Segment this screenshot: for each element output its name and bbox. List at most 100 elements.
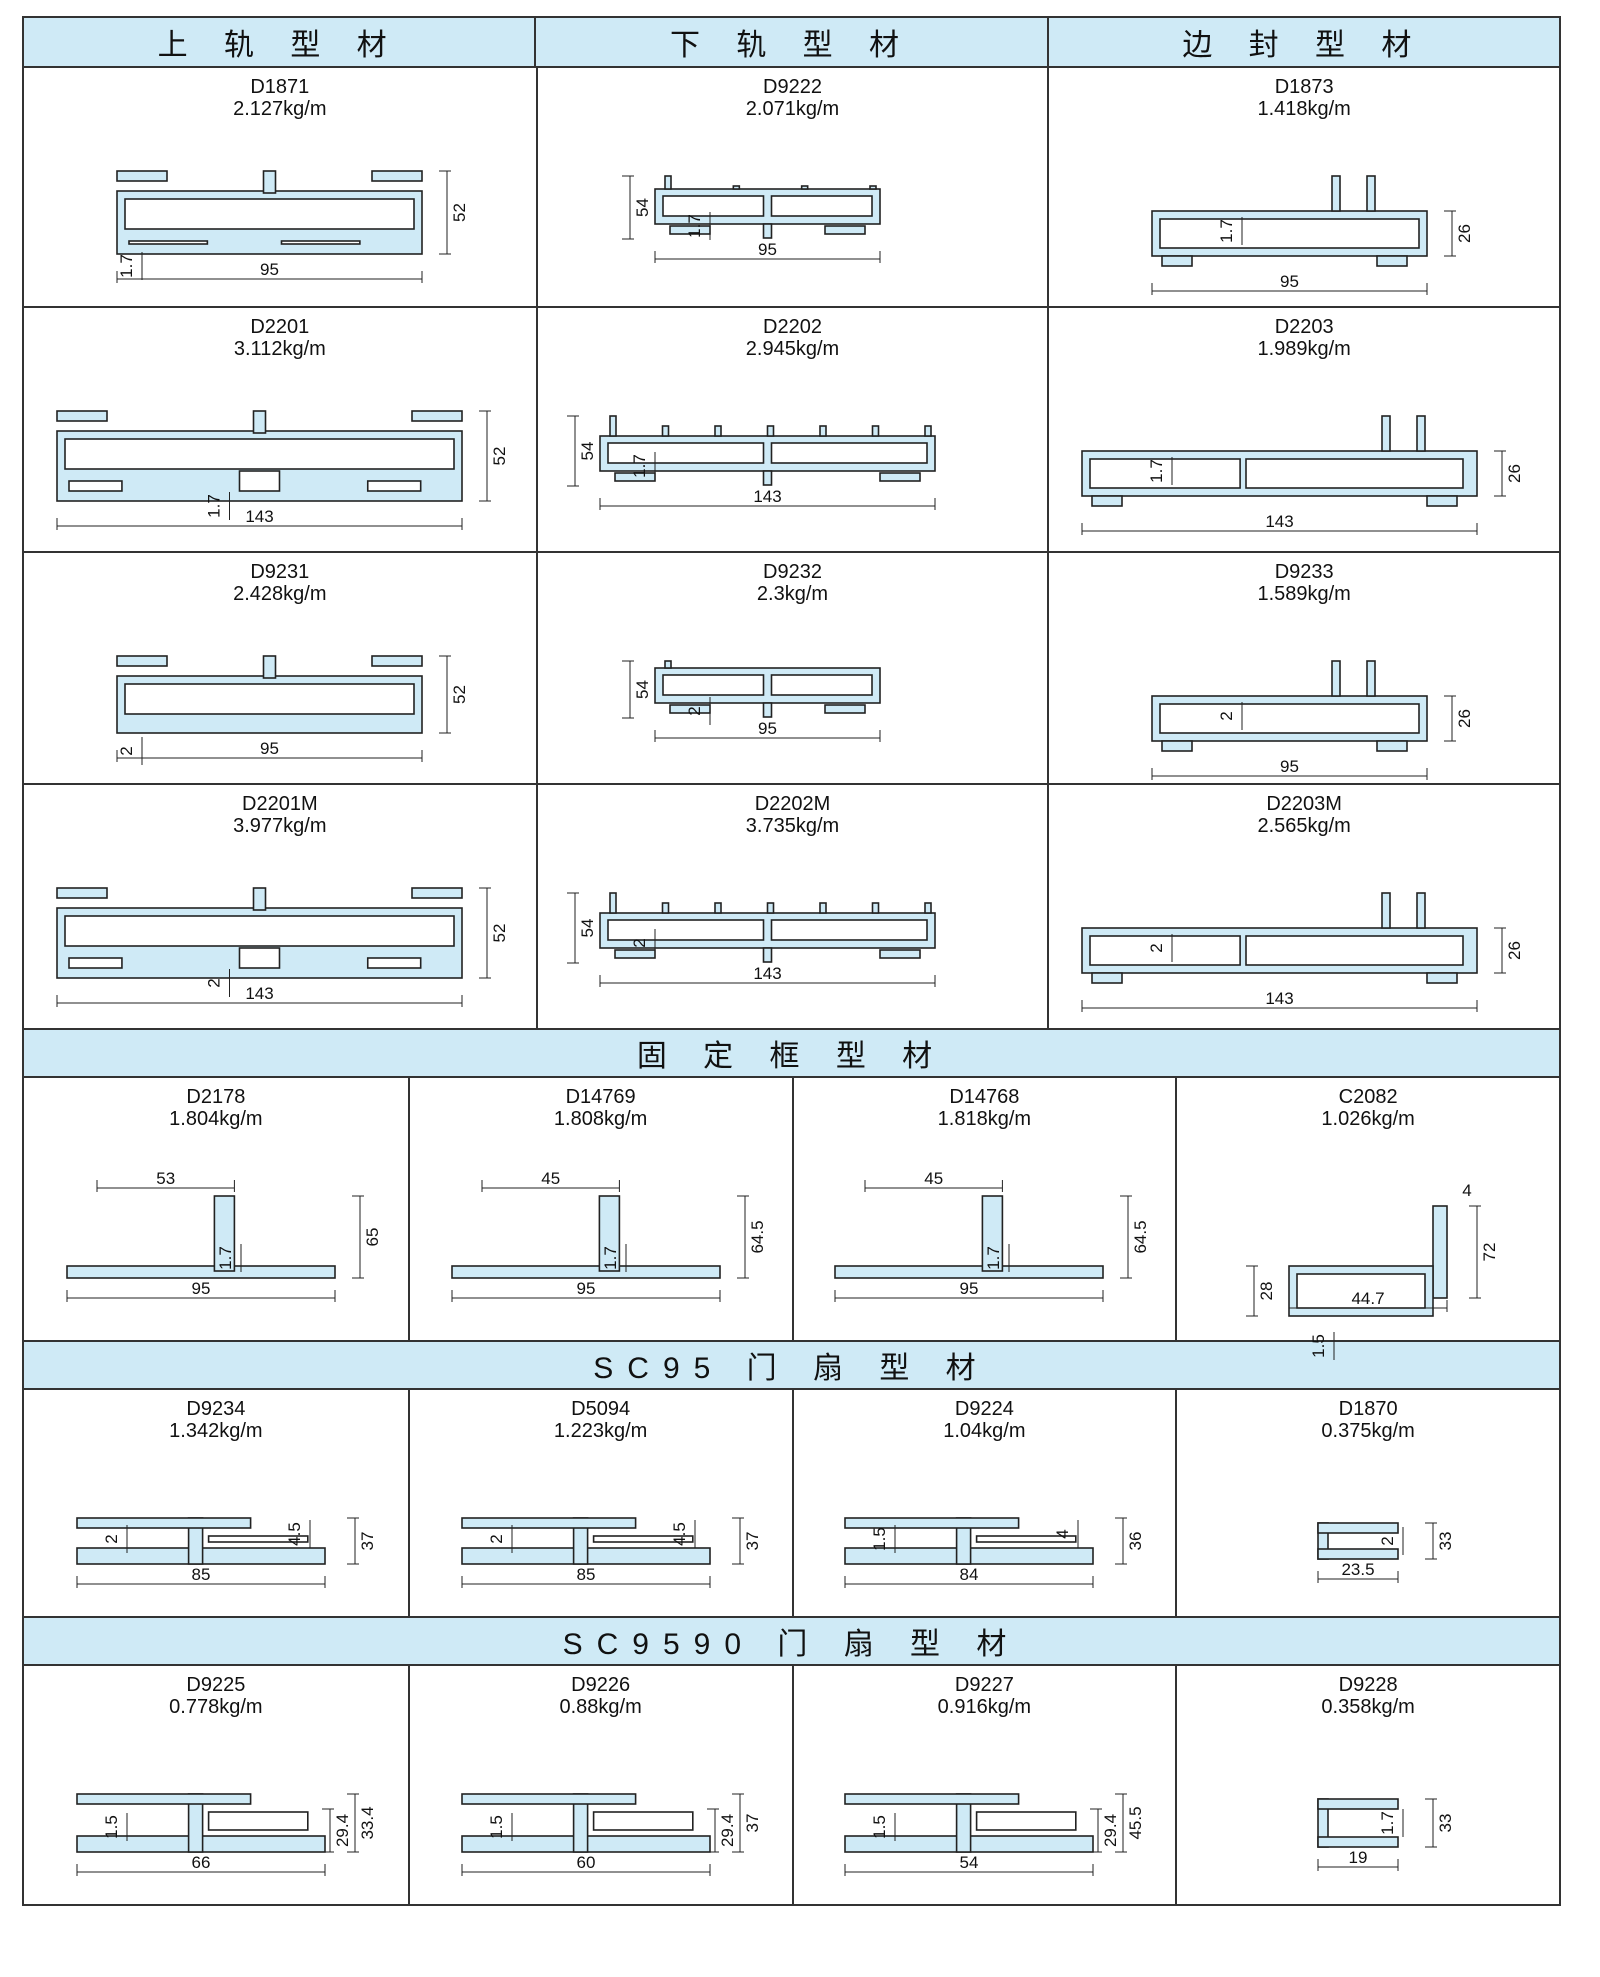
profile-code: D9225: [186, 1674, 246, 1696]
profile-wall: [871, 902, 880, 914]
profile-wall: [800, 185, 809, 190]
height-dimension-label: 28: [1257, 1282, 1276, 1301]
profile-chamber: [592, 1535, 694, 1543]
profile-weight: 2.127kg/m: [233, 98, 327, 120]
profile-wall: [1090, 495, 1123, 507]
profile-wall: [1317, 1798, 1399, 1810]
rail-headers: 上 轨 型 材 下 轨 型 材 边 封 型 材: [22, 16, 1561, 66]
profile-weight: 1.418kg/m: [1257, 98, 1351, 120]
height-dimension-label: 37: [358, 1532, 377, 1551]
height-dimension-label: 26: [1505, 464, 1524, 483]
profile-weight: 3.735kg/m: [745, 815, 840, 837]
width-dimension-label: 143: [753, 487, 781, 506]
thickness-dimension-label: 1.5: [102, 1815, 121, 1839]
profile-code: D9227: [954, 1674, 1014, 1696]
width-dimension-label: 143: [1265, 512, 1293, 531]
profile-wall: [66, 1265, 336, 1279]
thickness-dimension-label: 1.5: [1309, 1334, 1328, 1358]
width-dimension-label: 95: [1280, 272, 1299, 291]
height-dimension-label: 37: [743, 1532, 762, 1551]
profile-wall: [1317, 1522, 1399, 1534]
profile-wall: [664, 175, 672, 190]
profile-wall: [411, 887, 464, 899]
profile-wall: [1425, 972, 1458, 984]
header-upper-rail: 上 轨 型 材: [157, 29, 401, 62]
thickness-dimension-label: 1.5: [487, 1815, 506, 1839]
profile-wall: [879, 949, 921, 959]
profile-wall: [1365, 660, 1376, 697]
profile-wall: [450, 1265, 721, 1279]
profile-weight: 2.565kg/m: [1257, 815, 1351, 837]
height-dimension-label: 54: [633, 198, 652, 217]
thickness-dimension-label: 2: [685, 706, 704, 715]
profile-chamber: [1158, 703, 1420, 734]
profile-wall: [116, 170, 169, 182]
thickness-dimension-label: 4.5: [670, 1522, 689, 1546]
height-dimension-label: 65: [363, 1228, 382, 1247]
width-dimension-label: 44.7: [1352, 1289, 1385, 1308]
profile-wall: [56, 887, 109, 899]
profile-wall: [1160, 740, 1193, 752]
profile-weight: 2.071kg/m: [745, 98, 840, 120]
fixed-frame-title: 固 定 框 型 材: [636, 1040, 947, 1073]
width-dimension-label: 95: [758, 719, 777, 738]
height-dimension-label: 33.4: [358, 1806, 377, 1839]
header-side-seal: 边 封 型 材: [1046, 18, 1559, 66]
profile-chamber: [662, 195, 765, 217]
profile-chamber: [976, 1811, 1077, 1831]
profile-chamber: [207, 1811, 309, 1831]
thickness-dimension-label: 1.7: [630, 454, 649, 478]
width-dimension-label: 95: [758, 240, 777, 259]
profile-chamber: [770, 442, 928, 464]
sc95-title: SC95 门 扇 型 材: [593, 1352, 990, 1385]
profile-weight: 0.358kg/m: [1321, 1696, 1415, 1718]
profile-chamber: [607, 919, 765, 941]
width-dimension-label: 95: [191, 1279, 210, 1298]
profile-code: D2201M: [242, 793, 318, 815]
profile-wall: [253, 410, 267, 434]
profile-wall: [819, 425, 827, 437]
profile-wall: [263, 170, 277, 194]
profile-wall: [981, 1195, 1004, 1272]
profile-weight: 1.589kg/m: [1257, 583, 1351, 605]
profile-code: D9224: [954, 1398, 1014, 1420]
profile-chamber: [592, 1811, 694, 1831]
profile-wall: [819, 902, 827, 914]
profile-weight: 1.04kg/m: [943, 1420, 1026, 1442]
width-dimension-label: 54: [960, 1853, 979, 1872]
profile-weight: 0.88kg/m: [559, 1696, 642, 1718]
profile-wall: [76, 1517, 252, 1529]
width-dimension-label: 95: [960, 1279, 979, 1298]
height-dimension-label: 26: [1455, 709, 1474, 728]
profile-chamber: [124, 683, 416, 715]
profile-wall: [598, 1195, 620, 1272]
profile-wall: [1330, 660, 1341, 697]
profile-code: D14768: [949, 1086, 1020, 1108]
thickness-dimension-label: 2: [1147, 943, 1166, 952]
thickness-dimension-label: 2: [205, 978, 224, 987]
profile-code: C2082: [1338, 1086, 1398, 1108]
width-dimension-label: 66: [191, 1853, 210, 1872]
sc9590-header: SC9590 门 扇 型 材: [22, 1616, 1561, 1664]
profile-wall: [664, 660, 672, 669]
